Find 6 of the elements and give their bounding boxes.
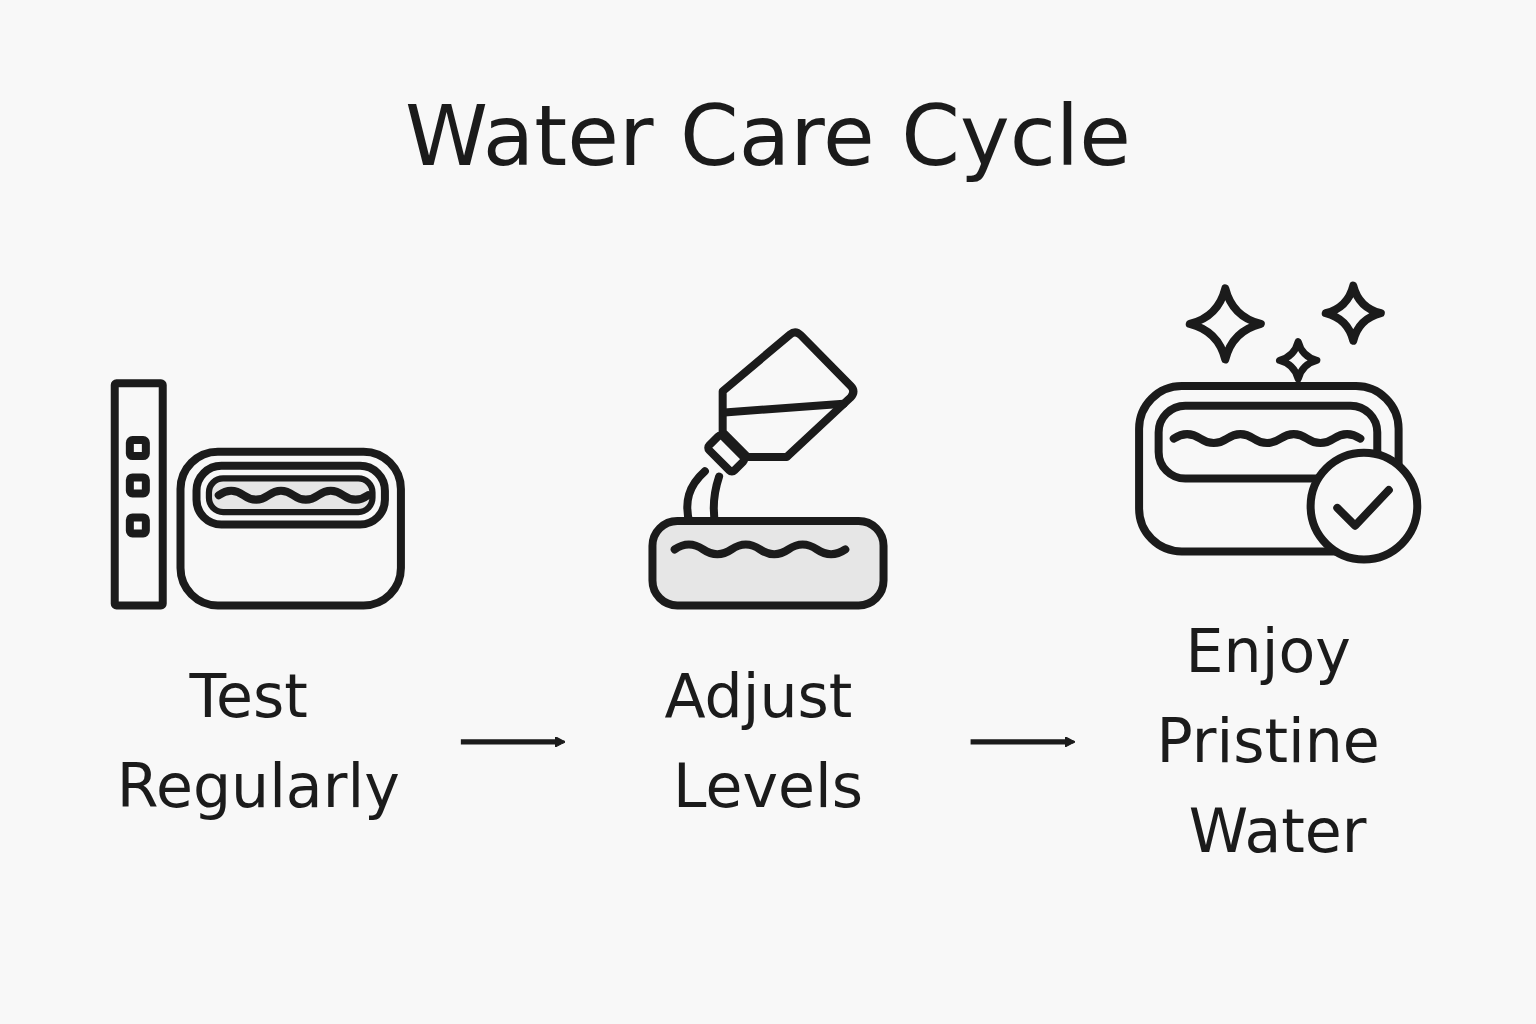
arrow [970,736,1076,748]
title: Water Care Cycle [405,88,1131,185]
arrow [460,736,566,748]
node-text: Test Regularly [116,660,400,822]
node-text: Enjoy Pristine Water [1156,615,1380,867]
node-text: Adjust Levels [664,660,863,822]
